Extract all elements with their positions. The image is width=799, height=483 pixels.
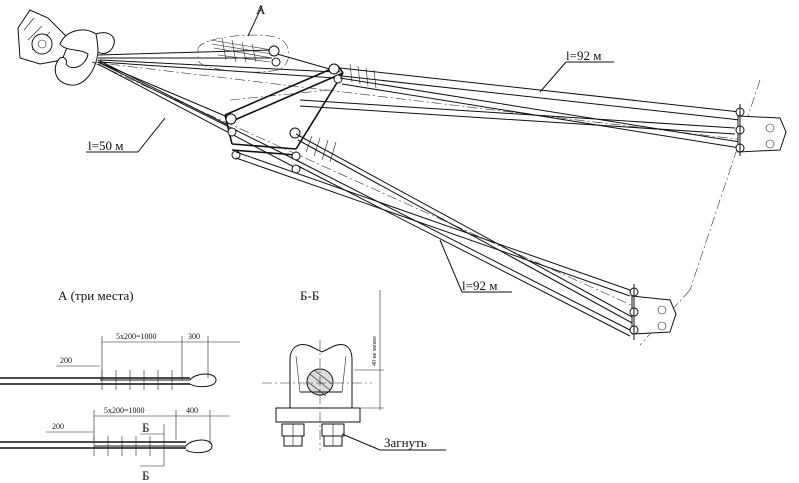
length-left-label: l=50 м [88, 138, 123, 153]
slings [97, 49, 336, 169]
hook-mount [17, 9, 115, 86]
upper-right-lug [735, 104, 787, 156]
bend-note: Загнуть [384, 435, 427, 450]
lower-tie-rods [235, 133, 635, 337]
vertical-dim: 40 не менее [372, 336, 378, 366]
length-callouts: l=92 м l=50 м l=92 м [86, 48, 614, 293]
section-bb: Б-Б 40 не менее Загнуть [262, 288, 446, 451]
detail-a: А (три места) 5x200=1000 300 200 [0, 288, 240, 483]
upper-end-dim: 300 [188, 332, 200, 341]
upper-lead-dim: 200 [60, 356, 72, 365]
section-mark-top: Б [142, 420, 149, 435]
lower-end-dim: 400 [186, 406, 198, 415]
section-mark-bottom: Б [142, 468, 149, 483]
upper-tie-rods [299, 67, 741, 149]
lower-spacing-dim: 5x200=1000 [104, 406, 145, 415]
cable-clamps [209, 37, 377, 174]
spreader-frame [224, 51, 344, 156]
lower-right-lug [629, 284, 677, 340]
view-a-marker: А [197, 2, 290, 73]
section-title: Б-Б [300, 288, 319, 303]
upper-spacing-dim: 5x200=1000 [116, 332, 157, 341]
length-top-label: l=92 м [566, 48, 601, 63]
detail-a-title: А (три места) [58, 288, 134, 303]
length-bottom-label: l=92 м [462, 278, 497, 293]
view-a-label: А [256, 2, 266, 17]
lower-lead-dim: 200 [52, 422, 64, 431]
